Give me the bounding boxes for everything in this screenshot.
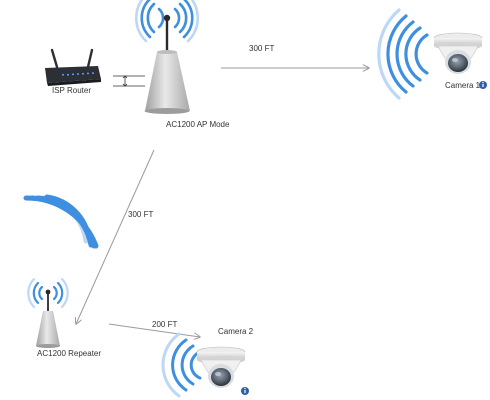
info-badge-icon <box>479 81 487 89</box>
info-badge-icon <box>241 387 249 395</box>
camera-1-label: Camera 1 <box>445 81 481 90</box>
isp-router-label: ISP Router <box>52 86 91 95</box>
access-point-icon <box>135 0 199 114</box>
link-repeater-camera2 <box>108 323 200 337</box>
dome-camera-icon <box>433 32 483 74</box>
wifi-signal-icon <box>23 194 99 249</box>
router-icon <box>45 48 101 86</box>
camera-2-wifi-icon <box>161 332 202 398</box>
cable-connector-marks <box>113 75 145 87</box>
link-label-ap-repeater: 300 FT <box>128 210 154 219</box>
repeater-icon <box>27 277 69 348</box>
ap-label: AC1200 AP Mode <box>166 120 230 129</box>
arrow-repeater-to-camera2 <box>108 323 200 337</box>
camera-1-wifi-icon <box>377 8 429 100</box>
camera-2-label: Camera 2 <box>218 327 254 336</box>
arrow-ap-to-repeater <box>76 149 155 324</box>
link-label-ap-camera1: 300 FT <box>249 44 275 53</box>
repeater-label: AC1200 Repeater <box>37 349 102 358</box>
link-label-repeater-camera2: 200 FT <box>152 320 178 329</box>
dome-camera-icon <box>196 346 246 388</box>
link-ap-repeater <box>76 149 155 324</box>
